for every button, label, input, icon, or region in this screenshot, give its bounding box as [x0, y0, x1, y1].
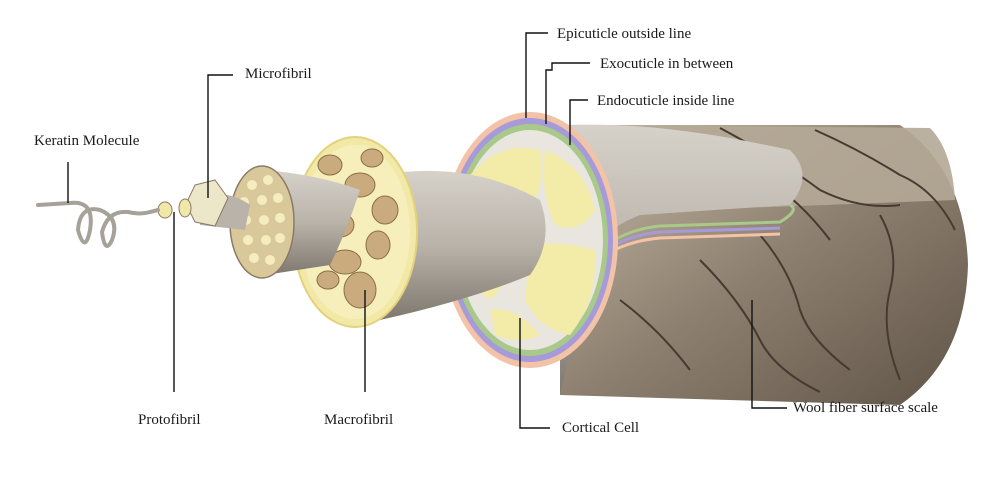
leader-lines: [67, 32, 787, 429]
leader-microfibril: [207, 74, 233, 198]
leader-wool-surface: [751, 300, 787, 409]
leader-cortical-cell: [519, 318, 550, 429]
leader-endocuticle: [569, 99, 588, 145]
label-cortical-cell: Cortical Cell: [562, 420, 639, 436]
label-macrofibril: Macrofibril: [324, 412, 393, 428]
microfibril-segment: [229, 165, 360, 279]
leader-exocuticle: [545, 62, 590, 124]
label-epicuticle: Epicuticle outside line: [557, 26, 691, 42]
protofibril-segment: [157, 179, 250, 230]
keratin-molecule-coil: [36, 200, 160, 248]
leader-epicuticle: [525, 32, 548, 118]
label-exocuticle: Exocuticle in between: [600, 56, 734, 72]
label-wool-surface: Wool fiber surface scale: [793, 400, 938, 416]
label-endocuticle: Endocuticle inside line: [597, 93, 735, 109]
label-microfibril: Microfibril: [245, 66, 312, 82]
labels: Keratin Molecule Microfibril Protofibril…: [34, 26, 938, 436]
wool-fiber-body: [560, 124, 968, 405]
label-protofibril: Protofibril: [138, 412, 201, 428]
label-keratin-molecule: Keratin Molecule: [34, 133, 140, 149]
